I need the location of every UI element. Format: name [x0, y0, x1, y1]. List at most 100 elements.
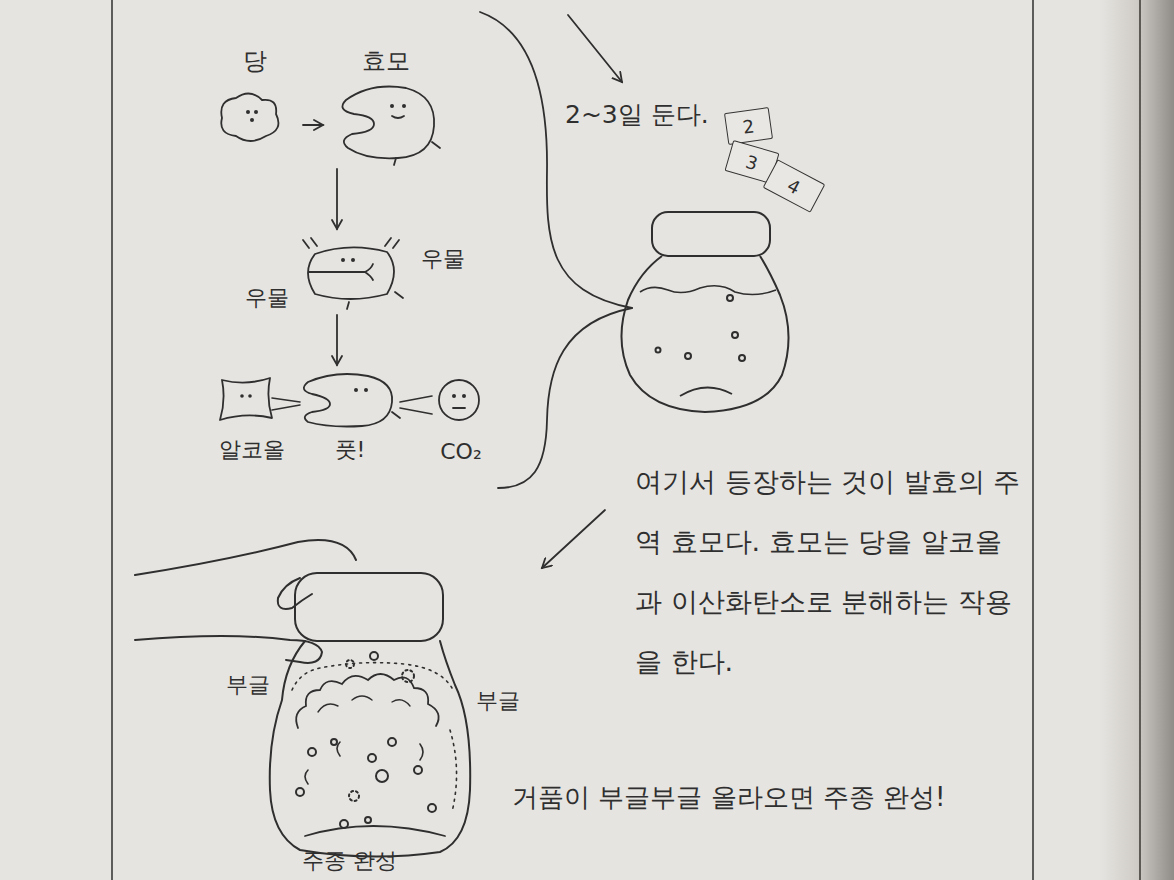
character-stroke [342, 87, 434, 159]
drawing-stroke [652, 212, 770, 256]
character-stroke [432, 142, 440, 148]
drawing-stroke [1032, 0, 1034, 880]
drawing-stroke [346, 660, 354, 668]
node-label: 4 [763, 161, 824, 214]
character-stroke [392, 116, 404, 118]
drawing-stroke [498, 308, 632, 488]
drawing-stroke [739, 355, 745, 361]
drawing-stroke [640, 286, 776, 295]
node-label: 효모 [326, 48, 445, 76]
node-label: 당 [210, 48, 300, 76]
drawing-stroke [568, 15, 622, 82]
character-eye [402, 104, 406, 108]
node-label: 우물 [245, 285, 289, 310]
jar-resting [621, 212, 788, 412]
character-stroke [392, 412, 400, 418]
flow-arrow [303, 124, 323, 126]
drawing-stroke [272, 398, 300, 410]
drawing-stroke [135, 540, 356, 575]
sound-effect: 부글 [476, 688, 520, 714]
drawing-stroke [656, 348, 661, 353]
step-note: 2~3일 둔다. [565, 100, 709, 130]
drawing-stroke [727, 295, 733, 301]
chewing-yeast: 우물우물 [245, 232, 465, 312]
character-stroke [304, 374, 392, 427]
drawing-stroke [270, 641, 470, 857]
drawing-stroke [402, 670, 414, 682]
character-eye [354, 388, 358, 392]
node-label: CO₂ [426, 439, 496, 464]
drawing-stroke [135, 636, 322, 663]
character-stroke [453, 407, 465, 409]
drawing-stroke [308, 748, 316, 756]
jar-caption: 주종 완성 [302, 848, 397, 874]
node-label: 알코올 [210, 437, 294, 462]
drawing-stroke [296, 788, 304, 796]
alcohol-character: 알코올 [210, 372, 294, 462]
drawing-stroke [400, 396, 432, 414]
calendar-page: 4 [763, 159, 826, 213]
character-stroke [309, 264, 373, 280]
drawing-stroke [292, 663, 452, 690]
character-eye [248, 394, 252, 398]
co2-character: CO₂ [426, 376, 496, 464]
sound-effect: 부글 [226, 672, 270, 698]
drawing-stroke [278, 578, 312, 609]
drawing-stroke [370, 652, 378, 660]
drawing-stroke [450, 730, 457, 812]
character-eye [250, 118, 254, 122]
character-eye [452, 394, 456, 398]
drawing-stroke [305, 742, 423, 784]
character-stroke [303, 238, 317, 248]
yeast-character: 효모 [326, 48, 445, 166]
character-eye [462, 394, 466, 398]
drawing-stroke [414, 766, 422, 774]
drawing-stroke [305, 826, 445, 836]
drawing-stroke [331, 739, 337, 745]
drawing-stroke [368, 754, 376, 762]
character-stroke [385, 238, 399, 248]
drawing-stroke [388, 738, 396, 746]
node-label: 풋! [296, 437, 404, 462]
flow-arrow [336, 315, 338, 365]
sugar-character: 당 [210, 48, 300, 148]
character-stroke [394, 158, 396, 165]
drawing-stroke [685, 353, 691, 359]
drawing-stroke [296, 674, 438, 728]
drawing-stroke [621, 256, 788, 412]
hand-and-jar [135, 540, 470, 856]
explanation-text: 여기서 등장하는 것이 발효의 주역 효모다. 효모는 당을 알코올과 이산화탄… [635, 452, 1023, 692]
character-stroke [220, 378, 272, 420]
drawing-stroke [111, 0, 113, 880]
drawing-stroke [732, 332, 738, 338]
drawing-stroke [376, 770, 388, 782]
drawing-stroke [1139, 0, 1141, 880]
character-stroke [221, 93, 278, 141]
leader-curves [480, 12, 632, 568]
character-stroke [439, 380, 479, 420]
drawing-stroke [365, 817, 371, 823]
result-note: 거품이 부글부글 올라오면 주종 완성! [512, 782, 945, 813]
drawing-stroke [480, 12, 632, 308]
character-eye [351, 258, 355, 262]
character-eye [390, 104, 394, 108]
character-eye [341, 258, 345, 262]
flow-arrow [336, 169, 338, 229]
drawing-stroke [1100, 0, 1174, 880]
character-stroke [347, 292, 403, 309]
node-label: 2 [725, 108, 772, 146]
character-eye [254, 110, 258, 114]
drawing-stroke [318, 696, 410, 712]
character-stroke [308, 247, 394, 299]
calendar-page: 2 [723, 107, 772, 145]
drawing-stroke [295, 573, 443, 641]
character-eye [364, 388, 368, 392]
yeast-releasing: 풋! [296, 368, 404, 462]
drawing-stroke [349, 791, 359, 801]
drawing-stroke [680, 387, 732, 396]
